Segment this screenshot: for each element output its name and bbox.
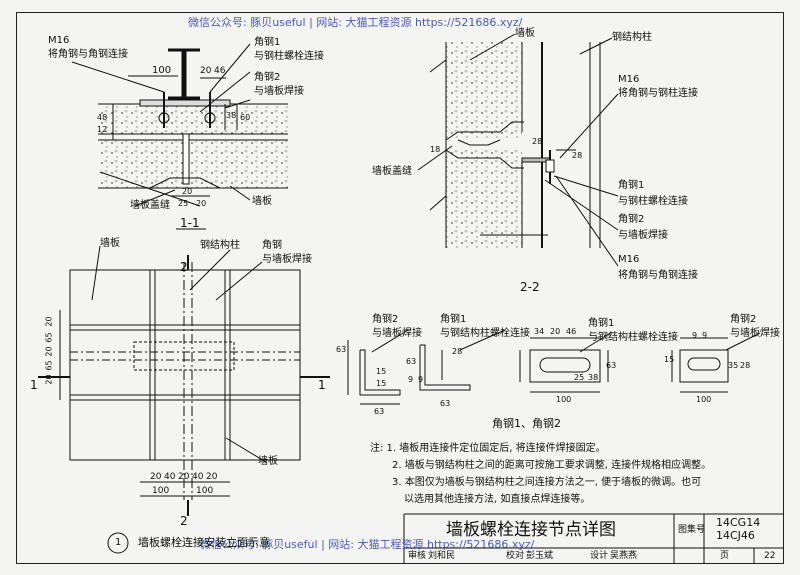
sec11-panel: 墙板 xyxy=(252,196,272,207)
page-label: 页 xyxy=(720,551,730,561)
drawing-title: 墙板螺栓连接节点详图 xyxy=(446,520,616,540)
sec22-angle1: 角钢1 xyxy=(618,180,645,191)
section-1-1 xyxy=(71,43,288,230)
sec11-dim-20b: 20 xyxy=(182,187,193,196)
sec22-column: 钢结构柱 xyxy=(612,32,652,43)
sec11-dim-48: 48 xyxy=(97,113,108,122)
notes: 注: 1. 墙板用连接件定位固定后, 将连接件焊接固定。 2. 墙板与钢结构柱之… xyxy=(370,440,711,508)
elev-panel-tl: 墙板 xyxy=(100,238,120,249)
sec11-label: 1-1 xyxy=(180,216,200,230)
sec11-dim-25: 25 xyxy=(178,199,189,208)
elev-caption-number: 1 xyxy=(115,537,122,548)
sec11-angle2-desc: 与墙板焊接 xyxy=(254,86,304,97)
sec11-dim-20: 20 xyxy=(200,66,212,76)
angle-details xyxy=(347,329,761,405)
sec11-dim-100: 100 xyxy=(152,65,172,76)
sec22-angle1-desc: 与钢柱螺栓连接 xyxy=(618,196,688,207)
sec11-angle1: 角钢1 xyxy=(254,37,281,48)
elev-caption: 墙板螺栓连接安装立面示意 xyxy=(138,536,270,549)
elev-angle: 角钢 xyxy=(262,240,282,251)
sec11-m16: M16 xyxy=(48,35,70,46)
angles-a1-label: 角钢1 xyxy=(440,314,467,325)
angles-a1-desc: 与钢结构柱螺栓连接 xyxy=(440,328,530,339)
sec11-angle2: 角钢2 xyxy=(254,72,281,83)
angles-a2r-desc: 与墙板焊接 xyxy=(730,328,780,339)
sec22-angle2: 角钢2 xyxy=(618,214,645,225)
angles-a2-label: 角钢2 xyxy=(372,314,399,325)
elev-mark1-left: 1 xyxy=(30,378,38,392)
section-2-2 xyxy=(417,33,619,267)
elev-mark2-top: 2 xyxy=(180,260,188,274)
sec11-dim-12: 12 xyxy=(97,125,108,134)
angles-a1plate-label: 角钢1 xyxy=(588,318,615,329)
sec11-angle1-desc: 与钢柱螺栓连接 xyxy=(254,51,324,62)
sec22-label: 2-2 xyxy=(520,280,540,294)
angles-a2-desc: 与墙板焊接 xyxy=(372,328,422,339)
sec11-dim-20c: 20 xyxy=(196,199,207,208)
angles-caption: 角钢1、角钢2 xyxy=(492,417,561,430)
checker-name: 彭玉斌 xyxy=(526,551,554,561)
drawing-frame xyxy=(16,12,784,564)
elev-panel-br: 墙板 xyxy=(258,456,278,467)
atlas-number: 14CG14 14CJ46 xyxy=(716,516,761,542)
sec11-joint: 墙板盖缝 xyxy=(130,200,170,211)
review-label: 审核 xyxy=(408,551,427,561)
note-3: 3. 本图仅为墙板与钢结构柱之间连接方法之一, 便于墙板的微调。也可 xyxy=(392,477,702,488)
angles-a1plate-desc: 与钢结构柱螺栓连接 xyxy=(588,332,678,343)
note-1: 注: 1. 墙板用连接件定位固定后, 将连接件焊接固定。 xyxy=(370,443,606,454)
sec22-m16a-desc: 将角钢与钢柱连接 xyxy=(618,88,698,99)
elev-column: 钢结构柱 xyxy=(200,240,240,251)
title-block-lines xyxy=(403,513,784,564)
sec22-m16b-desc: 将角钢与角钢连接 xyxy=(618,270,698,281)
elev-mark2-bottom: 2 xyxy=(180,514,188,528)
sec11-dim-46: 46 xyxy=(214,66,226,76)
reviewer-name: 刘和民 xyxy=(428,551,456,561)
sec22-angle2-desc: 与墙板焊接 xyxy=(618,230,668,241)
atlas-label: 图集号 xyxy=(678,525,706,535)
sec22-dim-28b: 28 xyxy=(572,151,583,160)
designer-name: 吴燕燕 xyxy=(610,551,638,561)
watermark-bottom: 微信公众号: 豚贝useful | 网站: 大猫工程资源 https://521… xyxy=(200,538,535,551)
sec22-dim-18: 18 xyxy=(430,145,441,154)
design-label: 设计 xyxy=(590,551,609,561)
elev-mark1-right: 1 xyxy=(318,378,326,392)
sec11-dim-60: 60 xyxy=(240,113,251,122)
page-number: 22 xyxy=(764,551,776,561)
sec22-m16b: M16 xyxy=(618,254,640,265)
sec11-m16-desc: 将角钢与角钢连接 xyxy=(48,49,128,60)
sec11-dim-38: 38 xyxy=(226,111,237,120)
elevation xyxy=(38,245,330,554)
sec22-panel: 墙板 xyxy=(515,28,535,39)
note-4: 以选用其他连接方法, 如直接点焊连接等。 xyxy=(404,494,591,505)
sec22-joint: 墙板盖缝 xyxy=(372,166,412,177)
angles-a2r-label: 角钢2 xyxy=(730,314,757,325)
watermark-top: 微信公众号: 豚贝useful | 网站: 大猫工程资源 https://521… xyxy=(188,16,523,29)
sec22-dim-28a: 28 xyxy=(532,137,543,146)
sec22-m16a: M16 xyxy=(618,74,640,85)
note-2: 2. 墙板与钢结构柱之间的距离可按施工要求调整, 连接件规格相应调整。 xyxy=(392,460,712,471)
check-label: 校对 xyxy=(506,551,525,561)
elev-angle-desc: 与墙板焊接 xyxy=(262,254,312,265)
